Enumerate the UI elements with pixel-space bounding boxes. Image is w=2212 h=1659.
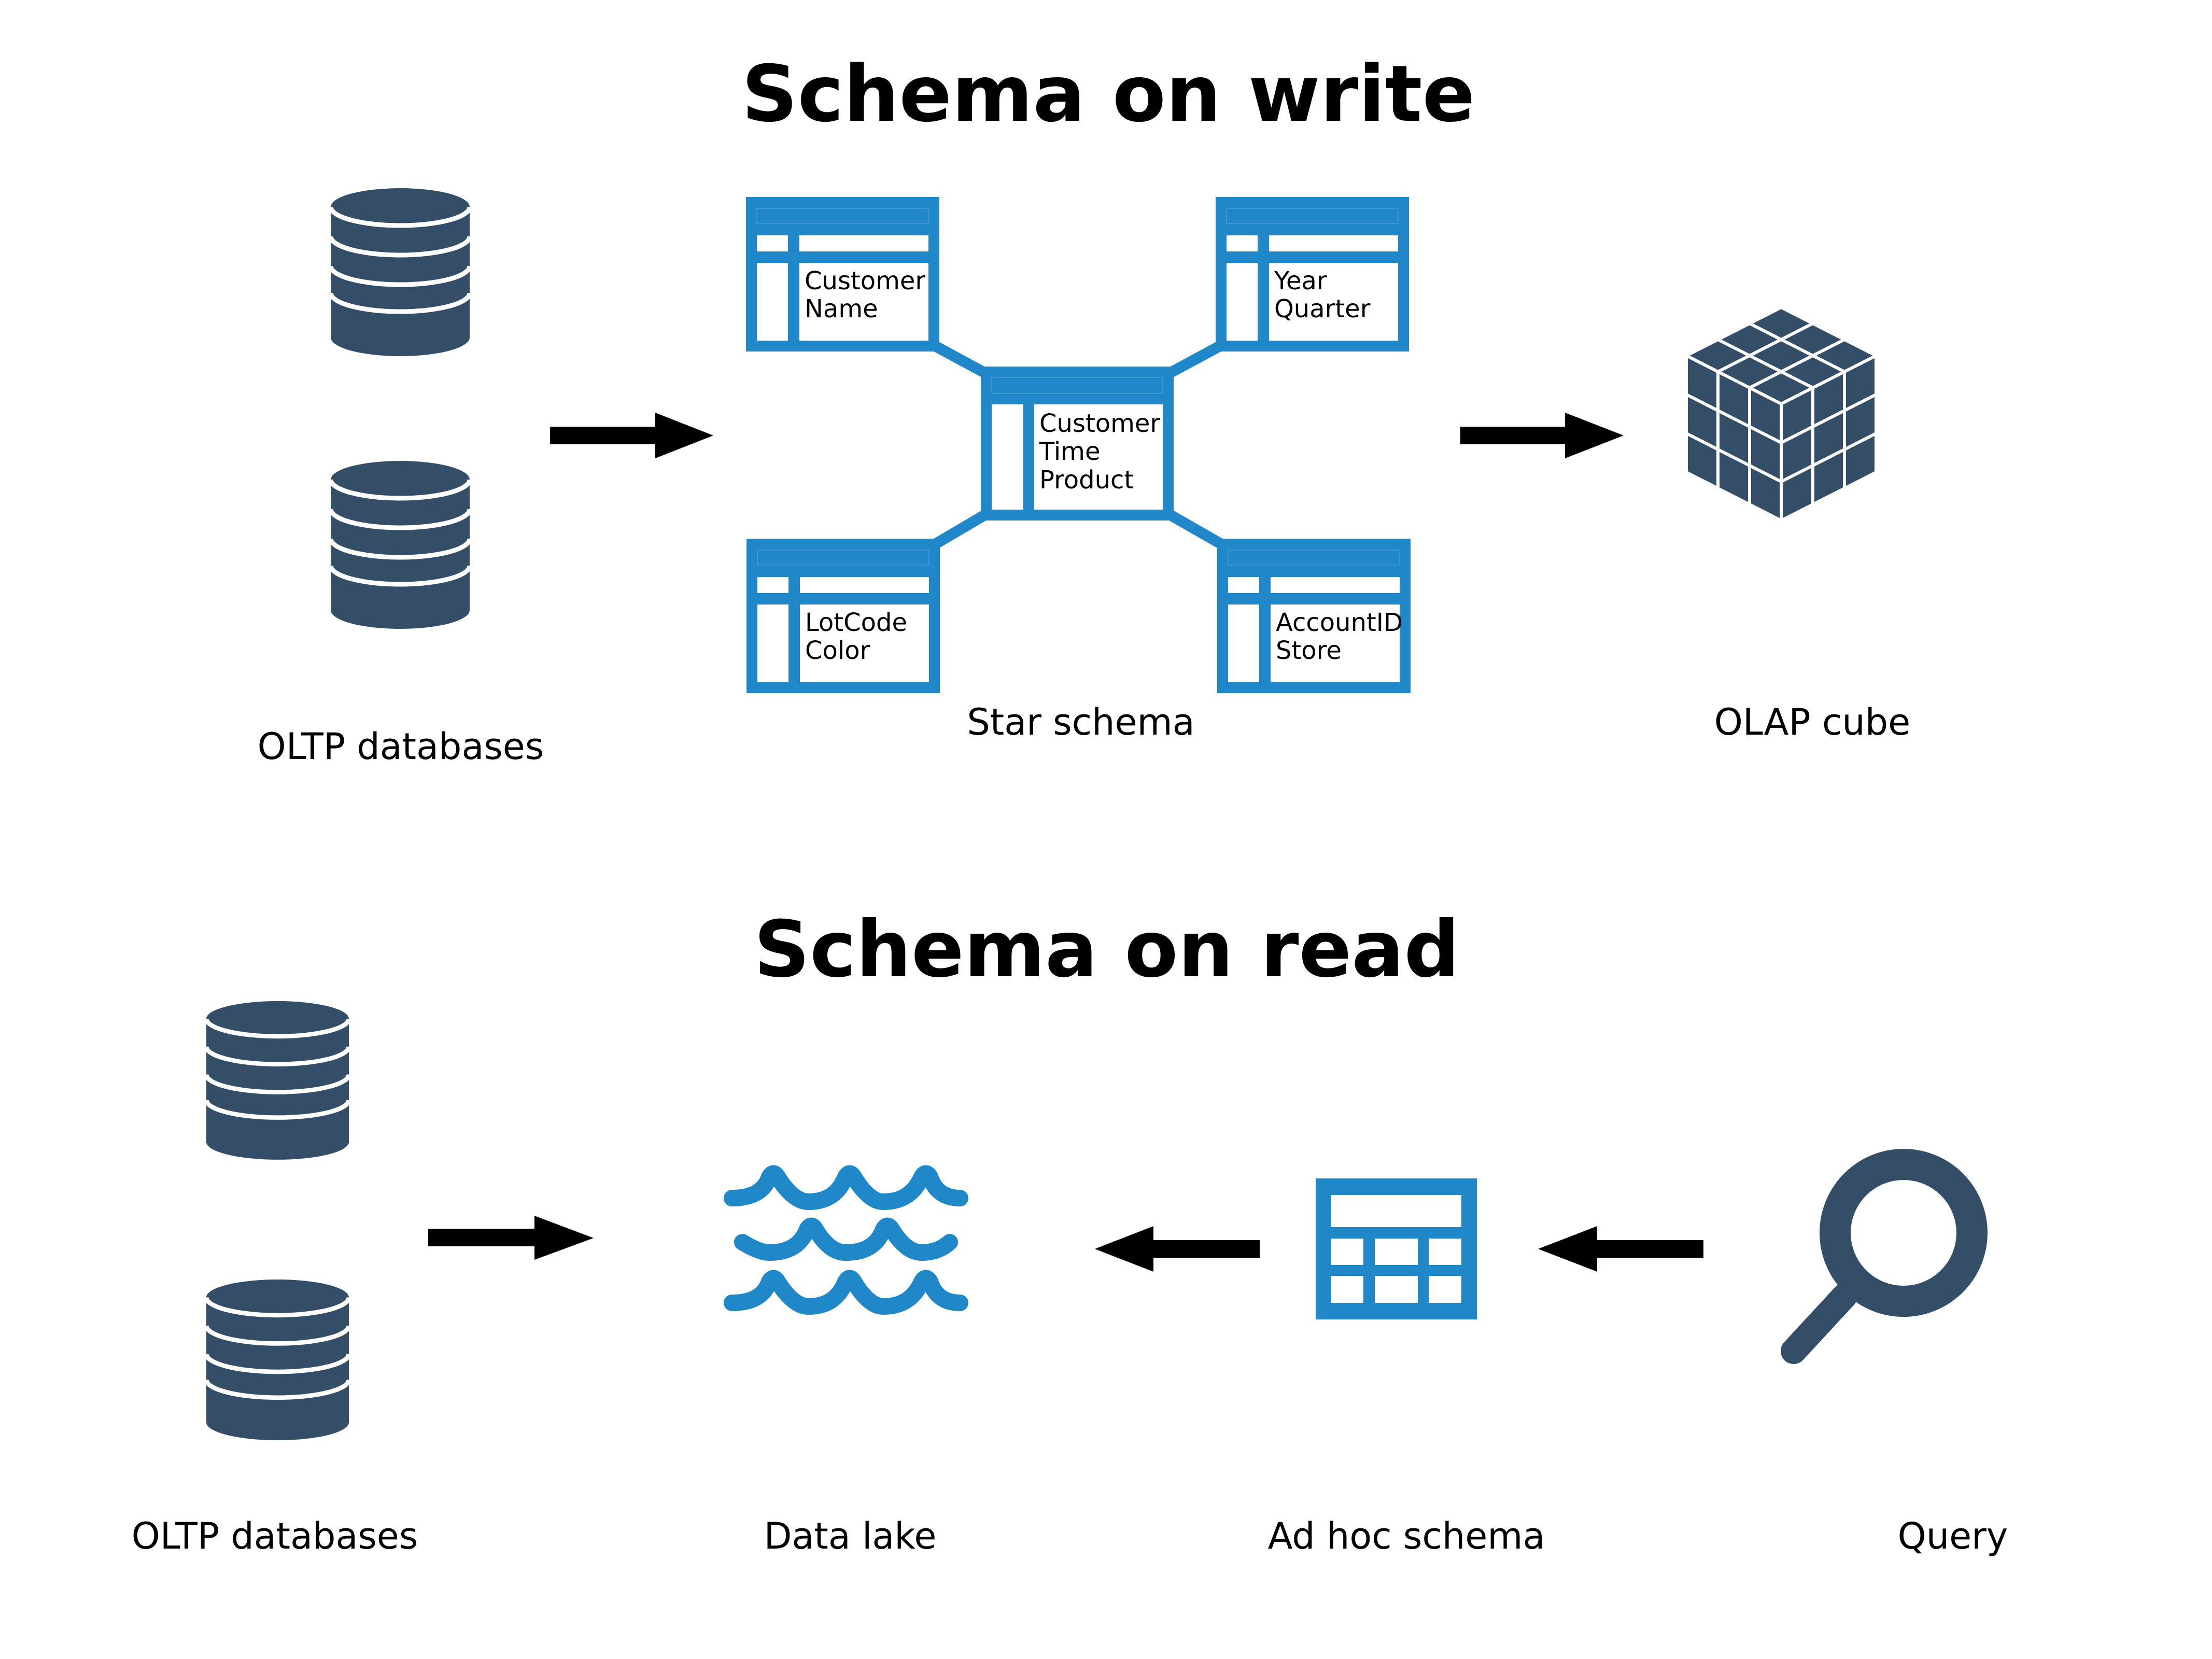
database-icon [331,461,470,629]
table-field: LotCode [805,608,907,637]
dimension-table-time: Year Quarter [1215,196,1410,352]
table-field: Quarter [1274,294,1371,324]
oltp-databases-group [331,188,470,629]
star-schema-diagram: Customer Name Year Quarter LotCode Color… [745,196,1411,694]
label-oltp-databases: OLTP databases [132,1515,418,1557]
fact-table: Customer Time Product [981,367,1174,521]
table-field: Product [1039,466,1134,495]
connector-line [1164,508,1224,549]
database-icon [206,1001,349,1160]
table-field: AccountID [1276,608,1403,637]
star-connectors [933,341,1224,549]
table-icon [1316,1178,1477,1319]
arrow-right-icon [428,1216,594,1260]
connector-line [933,341,990,379]
table-field: Color [805,636,870,665]
dimension-table-product: LotCode Color [746,538,940,694]
table-field: Customer [805,266,925,296]
label-data-lake: Data lake [764,1515,937,1557]
label-ad-hoc-schema: Ad hoc schema [1268,1515,1545,1557]
label-olap-cube: OLAP cube [1714,701,1910,743]
table-field: Customer [1039,409,1160,438]
cube-cell [1843,431,1878,491]
section-title-schema-on-read: Schema on read [754,905,1460,995]
table-field: Name [805,294,878,324]
dimension-table-store: AccountID Store [1217,538,1411,694]
database-icon [206,1280,349,1440]
search-icon [1781,1149,1988,1364]
oltp-databases-group [206,1001,349,1440]
table-field: Time [1039,437,1100,466]
section-title-schema-on-write: Schema on write [742,49,1475,139]
connector-line [933,508,991,549]
label-star-schema: Star schema [967,701,1194,743]
label-oltp-databases: OLTP databases [258,725,544,768]
dimension-table-customer: Customer Name [745,196,940,352]
arrow-left-icon [1095,1226,1260,1272]
arrow-right-icon [550,413,713,458]
table-field: Year [1274,266,1327,296]
arrow-right-icon [1460,413,1624,458]
waves-icon [724,1165,968,1315]
database-icon [331,188,470,356]
label-query: Query [1898,1515,2008,1557]
connector-line [1165,341,1222,379]
table-field: Store [1276,636,1342,665]
cube-icon [1683,305,1880,523]
cube-cell [1685,431,1720,491]
arrow-left-icon [1538,1226,1703,1272]
